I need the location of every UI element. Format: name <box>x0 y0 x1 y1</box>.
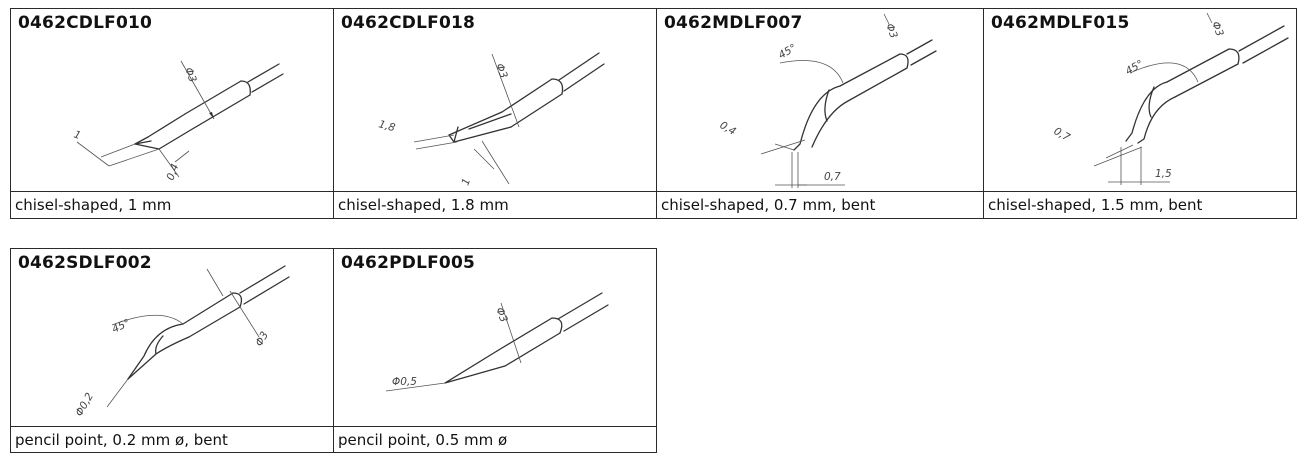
tip-card: 0462SDLF002 45° Φ3 Φ0,2 pencil point, 0.… <box>10 248 334 453</box>
tip-card: 0462MDLF007 Φ3 45° 0,4 0,7 chisel-shaped… <box>656 8 984 219</box>
dim-label: Φ3 <box>1209 20 1225 38</box>
tip-caption: chisel-shaped, 1.8 mm <box>334 191 656 218</box>
dim-label: Φ0,2 <box>73 391 96 419</box>
dim-label: Φ3 <box>493 62 509 80</box>
tip-code: 0462SDLF002 <box>18 253 152 273</box>
dim-label: 1,8 <box>377 118 397 134</box>
dim-label: Φ3 <box>883 22 899 40</box>
dim-label: 1,5 <box>1155 168 1172 180</box>
dim-label: 0,4 <box>165 162 182 182</box>
tip-caption: chisel-shaped, 0.7 mm, bent <box>657 191 983 218</box>
tip-drawing: Φ3 Φ0,5 <box>385 292 609 392</box>
dim-label: 1 <box>72 129 82 143</box>
tip-caption: pencil point, 0.5 mm ø <box>334 426 656 453</box>
tip-card: 0462CDLF010 Φ3 1 0,4 chisel-shaped, 1 mm <box>10 8 334 219</box>
dim-label: 0,7 <box>824 171 841 183</box>
tip-drawing: Φ3 1,8 1 <box>377 52 605 187</box>
tip-drawing: Φ3 45° 0,4 0,7 <box>718 13 937 188</box>
tip-code: 0462CDLF018 <box>341 13 476 33</box>
tip-card: 0462MDLF015 Φ3 45° 0,7 1,5 chisel-shaped… <box>983 8 1297 219</box>
tip-drawing: 45° Φ3 Φ0,2 <box>73 265 290 419</box>
dim-label: Φ3 <box>493 306 509 324</box>
tip-caption: pencil point, 0.2 mm ø, bent <box>11 426 333 453</box>
dim-label: 45° <box>110 317 132 336</box>
tip-code: 0462PDLF005 <box>341 253 476 273</box>
dim-label: 0,4 <box>718 119 738 138</box>
dim-label: Φ3 <box>182 66 198 84</box>
dim-label: 45° <box>777 42 799 62</box>
tip-card: 0462PDLF005 Φ3 Φ0,5 pencil point, 0.5 mm… <box>333 248 657 453</box>
tip-drawing: Φ3 1 0,4 <box>72 60 284 182</box>
dim-label: 0,7 <box>1052 125 1073 144</box>
dim-label: 45° <box>1124 58 1146 78</box>
tip-code: 0462CDLF010 <box>18 13 153 33</box>
tip-caption: chisel-shaped, 1.5 mm, bent <box>984 191 1296 218</box>
tip-caption: chisel-shaped, 1 mm <box>11 191 333 218</box>
tip-card: 0462CDLF018 Φ3 1,8 1 chisel-shaped, 1.8 … <box>333 8 657 219</box>
tip-code: 0462MDLF007 <box>664 13 803 33</box>
tip-drawing: Φ3 45° 0,7 1,5 <box>1052 12 1289 185</box>
dim-label: Φ0,5 <box>392 376 417 388</box>
dim-label: 1 <box>460 177 474 187</box>
tip-code: 0462MDLF015 <box>991 13 1130 33</box>
